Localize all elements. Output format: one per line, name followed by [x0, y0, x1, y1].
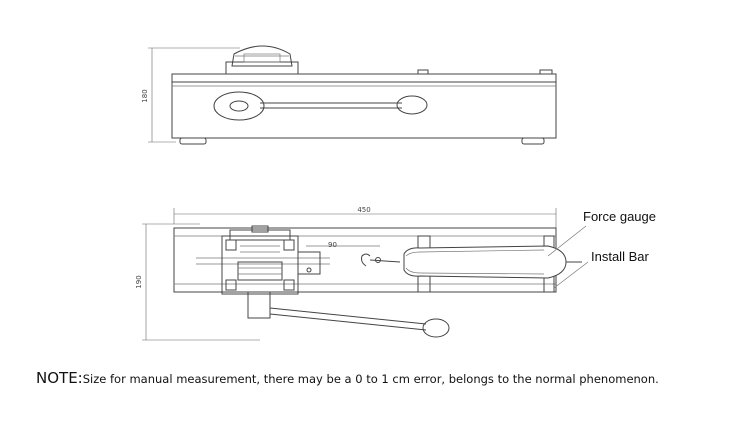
clamp-knob [225, 45, 299, 75]
hook [361, 253, 401, 267]
force-gauge-callout: Force gauge [583, 209, 656, 224]
top-depth-dimension: 190 [135, 223, 260, 341]
base-body [171, 81, 557, 139]
foot-left [179, 137, 207, 145]
install-bar-callout: Install Bar [591, 249, 649, 264]
note: NOTE:Size for manual measurement, there … [36, 368, 659, 387]
side-height-dimension: 180 [141, 47, 240, 143]
top-plate [171, 73, 557, 83]
lever-handle [247, 291, 450, 338]
foot-right [521, 137, 545, 145]
inner-dimension-label: 90 [328, 241, 337, 249]
top-view: 450 190 90 [135, 206, 656, 341]
top-width-label: 450 [357, 206, 370, 214]
guide-rail: 90 [196, 241, 380, 265]
top-width-dimension: 450 [173, 206, 557, 230]
install-bar-leader [553, 261, 589, 289]
top-depth-label: 190 [135, 275, 143, 288]
force-gauge-leader [547, 225, 587, 257]
lever-slot [213, 91, 428, 121]
side-height-label: 180 [141, 89, 149, 102]
grip-assembly [221, 225, 321, 295]
side-view: 180 [141, 45, 557, 145]
note-label: NOTE: [36, 369, 83, 387]
note-text: Size for manual measurement, there may b… [82, 372, 659, 386]
